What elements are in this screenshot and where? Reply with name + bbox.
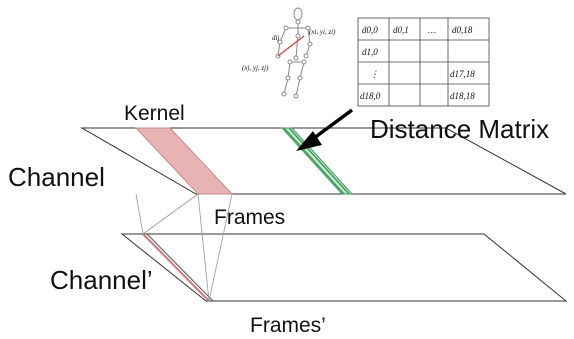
- cell-1-0: d1,0: [362, 47, 378, 57]
- cell-0-1: d0,1: [393, 25, 409, 35]
- green-line-2: [288, 127, 350, 195]
- distance-matrix-table: [357, 17, 490, 107]
- output-line-dark: [146, 233, 214, 302]
- channel-prime-label: Channel’: [50, 265, 153, 295]
- projection-line-4: [208, 193, 233, 302]
- cell-2-0: ⋮: [370, 69, 379, 79]
- channel-label: Channel: [8, 162, 105, 192]
- distance-matrix-label: Distance Matrix: [370, 114, 549, 144]
- green-line-1: [283, 127, 345, 195]
- matrix-cells: d0,0 d0,1 … d0,18 d1,0 ⋮ d17,18 d18,0 d1…: [360, 25, 475, 101]
- cell-2-3: d17,18: [450, 69, 475, 79]
- projection-line-2: [142, 193, 199, 235]
- frames-label: Frames: [214, 206, 285, 229]
- distance-link: [277, 35, 305, 57]
- cell-0-3: d0,18: [452, 25, 473, 35]
- bottom-plane: [120, 233, 568, 302]
- cell-3-0: d18,0: [360, 91, 381, 101]
- point-i-label: (xi, yi, zi): [309, 28, 336, 36]
- kernel-label: Kernel: [124, 102, 185, 125]
- cell-0-0: d0,0: [362, 25, 378, 35]
- skeleton-figure: [275, 7, 313, 99]
- output-line: [142, 233, 210, 302]
- cell-0-2: …: [428, 25, 436, 35]
- point-j-label: (xj, yj, zj): [242, 64, 269, 72]
- frames-prime-label: Frames’: [250, 314, 326, 337]
- projection-line-1: [135, 193, 144, 235]
- projection-line-3: [197, 193, 210, 302]
- cell-3-3: d18,18: [450, 91, 475, 101]
- dij-label: dij: [272, 34, 279, 42]
- arrow-head-icon: [296, 131, 322, 151]
